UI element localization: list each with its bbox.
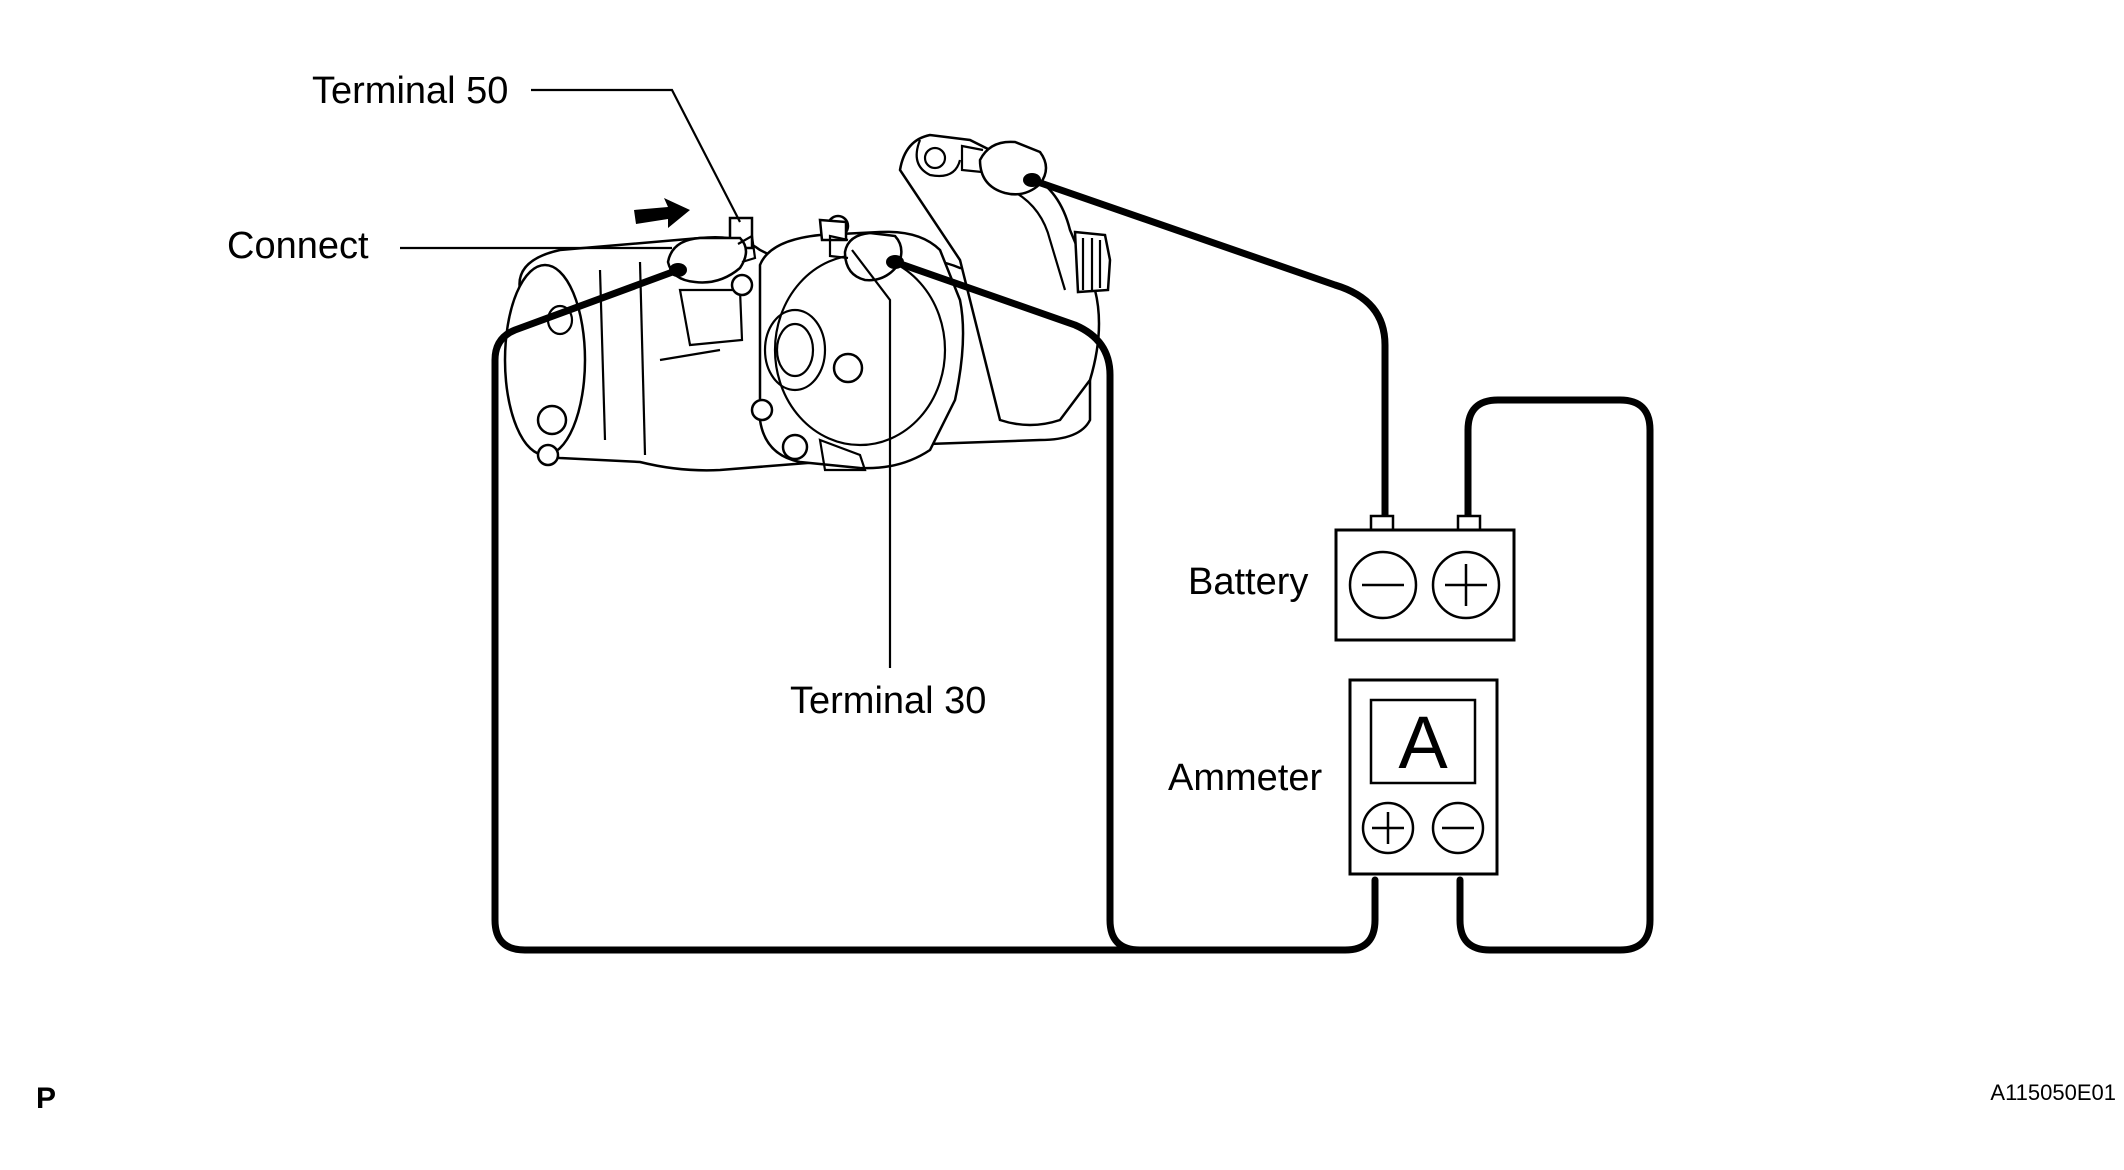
ammeter-symbol: A: [1398, 701, 1448, 784]
leader-terminal-30: [851, 249, 892, 668]
wire-terminal50-to-ammeter: [491, 266, 1379, 954]
test-leads: [491, 176, 1654, 954]
ammeter-positive-sign: [1372, 812, 1404, 844]
figure-id: A115050E01: [1990, 1080, 2116, 1105]
label-connect: Connect: [227, 225, 369, 267]
battery: [1334, 514, 1516, 642]
label-battery: Battery: [1188, 561, 1308, 603]
starter-motor-illustration: [503, 133, 1112, 472]
label-ammeter: Ammeter: [1168, 757, 1322, 799]
ammeter: A: [1348, 678, 1499, 876]
footer-left-code: P: [36, 1082, 56, 1115]
leader-terminal-50: [531, 88, 741, 223]
connect-direction-arrow: [634, 198, 690, 228]
wire-body-to-battery-negative: [1028, 176, 1389, 524]
wire-battery-positive-to-ammeter: [1456, 396, 1654, 954]
label-terminal-30: Terminal 30: [790, 680, 986, 722]
label-terminal-50: Terminal 50: [312, 70, 508, 112]
wire-terminal30-to-ammeter: [891, 258, 1144, 954]
battery-positive-sign: [1445, 564, 1487, 606]
